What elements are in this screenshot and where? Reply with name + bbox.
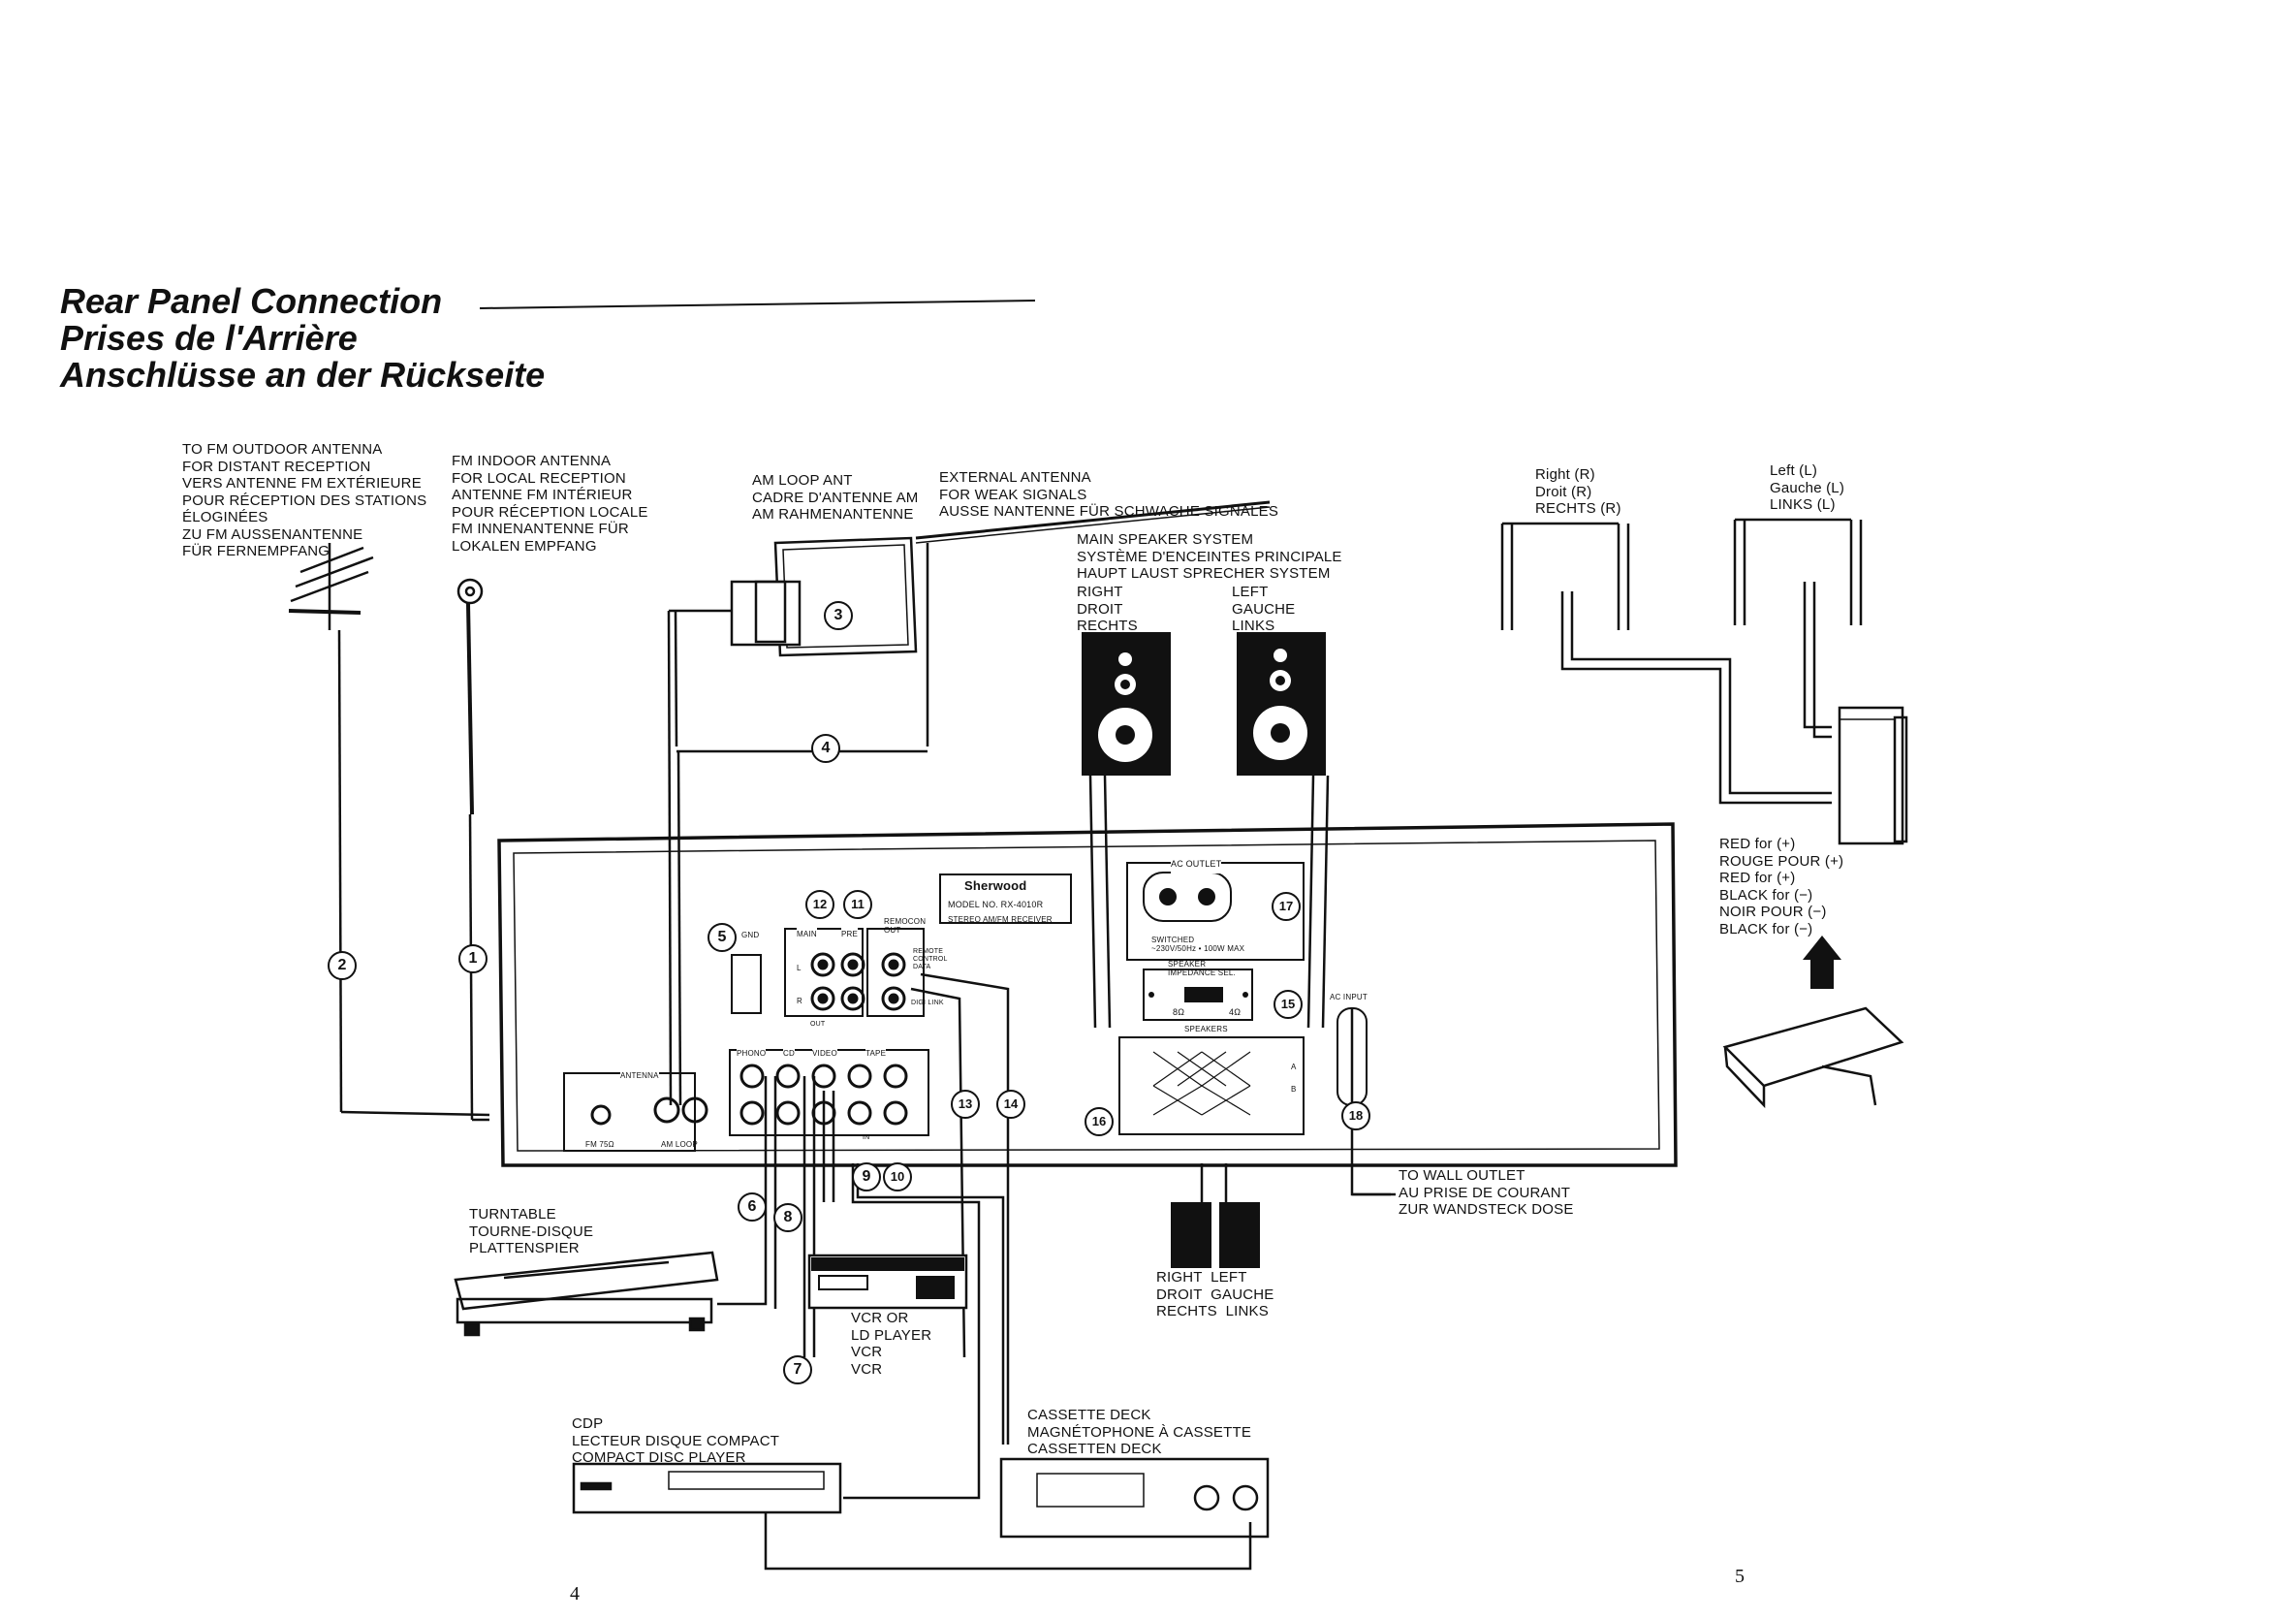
video-label: VIDEO [812,1045,837,1063]
label-sub-speakers: RIGHT LEFT DROIT GAUCHE RECHTS LINKS [1156,1269,1274,1319]
cassette-deck [999,1457,1270,1539]
callout-8: 8 [773,1203,802,1232]
label-vcr: VCR OR LD PLAYER VCR VCR [851,1310,932,1378]
brand-logo-text: Sherwood [964,878,1027,893]
model-plate [939,874,1072,924]
speaker-terminals [1118,1036,1305,1135]
main-pre-jacks [784,928,864,1017]
main-label: MAIN [797,926,817,943]
callout-12: 12 [805,890,834,919]
callout-2: 2 [328,951,357,980]
remote-jacks [866,928,925,1017]
remote-data-label: REMOTE CONTROL DATA [913,948,948,970]
impedance-selector[interactable] [1143,969,1253,1021]
phono-label: PHONO [737,1045,767,1063]
title-de: Anschlüsse an der Rückseite [60,355,546,395]
label-fm-outdoor: TO FM OUTDOOR ANTENNA FOR DISTANT RECEPT… [182,441,427,559]
speakers-sub [1171,1202,1260,1268]
page-number-right: 5 [1735,1566,1745,1587]
label-polarity: RED for (+) ROUGE POUR (+) RED for (+) B… [1719,836,1844,937]
label-cassette: CASSETTE DECK MAGNÉTOPHONE À CASSETTE CA… [1027,1407,1252,1457]
pre-label: PRE [841,926,859,943]
page-number-left: 4 [570,1583,580,1604]
impedance-4-label: 4Ω [1229,1007,1242,1017]
receiver-rear-panel [497,822,1678,1167]
ac-outlet-label: AC OUTLET [1171,856,1222,874]
plug-illustration [1722,1006,1904,1109]
callout-18: 18 [1341,1101,1370,1130]
am-loop-antenna [667,500,1271,1106]
arrow-up-icon [1803,936,1841,989]
speaker-terminal-diagram [1500,518,1908,845]
gnd-terminal [731,954,762,1014]
callout-10: 10 [883,1162,912,1191]
callout-5: 5 [708,923,737,952]
label-turntable: TURNTABLE TOURNE-DISQUE PLATTENSPIER [469,1206,594,1256]
label-right-r: Right (R) Droit (R) RECHTS (R) [1535,466,1621,517]
speakers-label: SPEAKERS [1184,1025,1228,1033]
label-main-speaker: MAIN SPEAKER SYSTEM SYSTÈME D'ENCEINTES … [1077,531,1342,582]
channel-r-label: R [797,997,802,1005]
label-am-loop: AM LOOP ANT CADRE D'ANTENNE AM AM RAHMEN… [752,472,919,523]
title-fr: Prises de l'Arrière [60,318,358,358]
callout-7: 7 [783,1355,812,1384]
speaker-right-main [1082,632,1171,776]
callout-1: 1 [458,944,488,973]
main-speakers [1088,775,1330,1029]
callout-16: 16 [1085,1107,1114,1136]
callout-15: 15 [1274,990,1303,1019]
label-left-l: Left (L) Gauche (L) LINKS (L) [1770,462,1845,513]
speaker-left-main [1237,632,1326,776]
fm-outdoor-antenna [288,543,490,1117]
label-speaker-right: RIGHT DROIT RECHTS [1077,584,1138,634]
label-speaker-left: LEFT GAUCHE LINKS [1232,584,1296,634]
tape-label: TAPE [865,1045,887,1063]
switched-label: SWITCHED ~230V/50Hz • 100W MAX [1151,936,1245,953]
vcr [807,1254,968,1310]
callout-4: 4 [811,734,840,763]
impedance-label: SPEAKER IMPEDANCE SEL. [1168,960,1236,977]
cd-player [572,1462,842,1514]
digilink-label: DIGI LINK [911,1000,944,1006]
turntable [454,1251,719,1337]
label-fm-indoor: FM INDOOR ANTENNA FOR LOCAL RECEPTION AN… [452,453,648,555]
antenna-label: ANTENNA [620,1067,659,1085]
gnd-label: GND [741,931,760,939]
ac-outlet-socket [1143,872,1232,922]
ac-input-label: AC INPUT [1330,993,1368,1001]
callout-9: 9 [852,1162,881,1191]
impedance-8-label: 8Ω [1173,1007,1185,1017]
label-cdp: CDP LECTEUR DISQUE COMPACT COMPACT DISC … [572,1415,780,1466]
main-pre-out-label: OUT [810,1021,826,1028]
callout-14: 14 [996,1090,1025,1119]
model-subtitle: STEREO AM/FM RECEIVER [948,915,1053,924]
signal-cables [717,972,1396,1571]
callout-11: 11 [843,890,872,919]
amloop-label: AM LOOP [661,1140,698,1149]
channel-l-label: L [797,964,802,972]
speaker-a-label: A [1291,1063,1297,1071]
tape-in-label: IN [863,1134,870,1141]
label-wall-outlet: TO WALL OUTLET AU PRISE DE COURANT ZUR W… [1399,1167,1574,1218]
speaker-b-label: B [1291,1085,1297,1094]
callout-3: 3 [824,601,853,630]
fm75-label: FM 75Ω [585,1140,614,1149]
callout-17: 17 [1272,892,1301,921]
label-external-antenna: EXTERNAL ANTENNA FOR WEAK SIGNALS AUSSE … [939,469,1279,520]
callout-6: 6 [738,1192,767,1222]
fm-indoor-antenna [456,578,489,1122]
title-en: Rear Panel Connection [60,281,443,321]
callout-13: 13 [951,1090,980,1119]
model-number: MODEL NO. RX-4010R [948,900,1044,909]
remocon-label: REMOCON OUT [884,917,927,935]
cd-label: CD [783,1045,795,1063]
